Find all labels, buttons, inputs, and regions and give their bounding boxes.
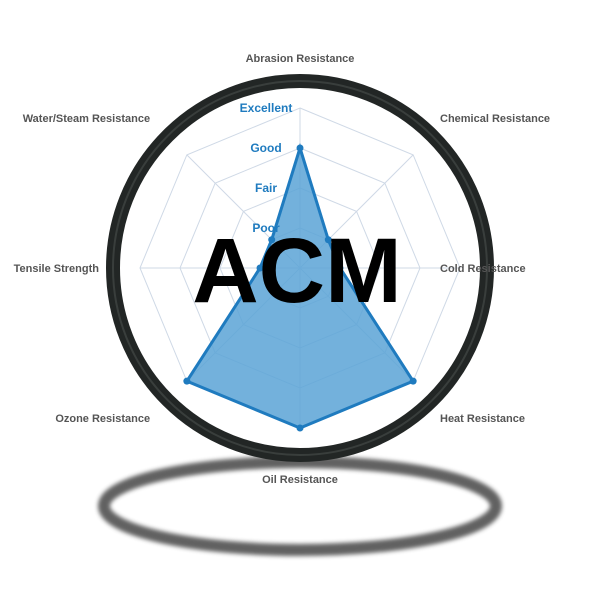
level-label: Good	[250, 141, 281, 155]
data-point	[256, 264, 264, 272]
axis-label: Chemical Resistance	[440, 113, 550, 125]
data-point	[183, 377, 191, 385]
axis-label: Tensile Strength	[14, 263, 100, 275]
data-point	[324, 236, 332, 244]
data-point	[336, 264, 344, 272]
data-point	[268, 236, 276, 244]
radar-series	[183, 142, 417, 432]
axis-label: Oil Resistance	[262, 474, 338, 486]
axis-label: Ozone Resistance	[55, 413, 150, 425]
data-point	[296, 424, 304, 432]
level-label: Poor	[252, 221, 280, 235]
data-point	[409, 377, 417, 385]
level-label: Excellent	[240, 101, 293, 115]
chart-title: ACM	[192, 220, 402, 322]
axis-label: Abrasion Resistance	[246, 53, 355, 65]
axis-label: Cold Resistance	[440, 263, 526, 275]
data-point	[296, 144, 304, 152]
level-labels: Poor Fair Good Excellent	[240, 101, 293, 235]
axis-label: Water/Steam Resistance	[23, 113, 150, 125]
oring-highlight	[112, 80, 488, 456]
level-label: Fair	[255, 181, 277, 195]
axis-label: Heat Resistance	[440, 413, 525, 425]
